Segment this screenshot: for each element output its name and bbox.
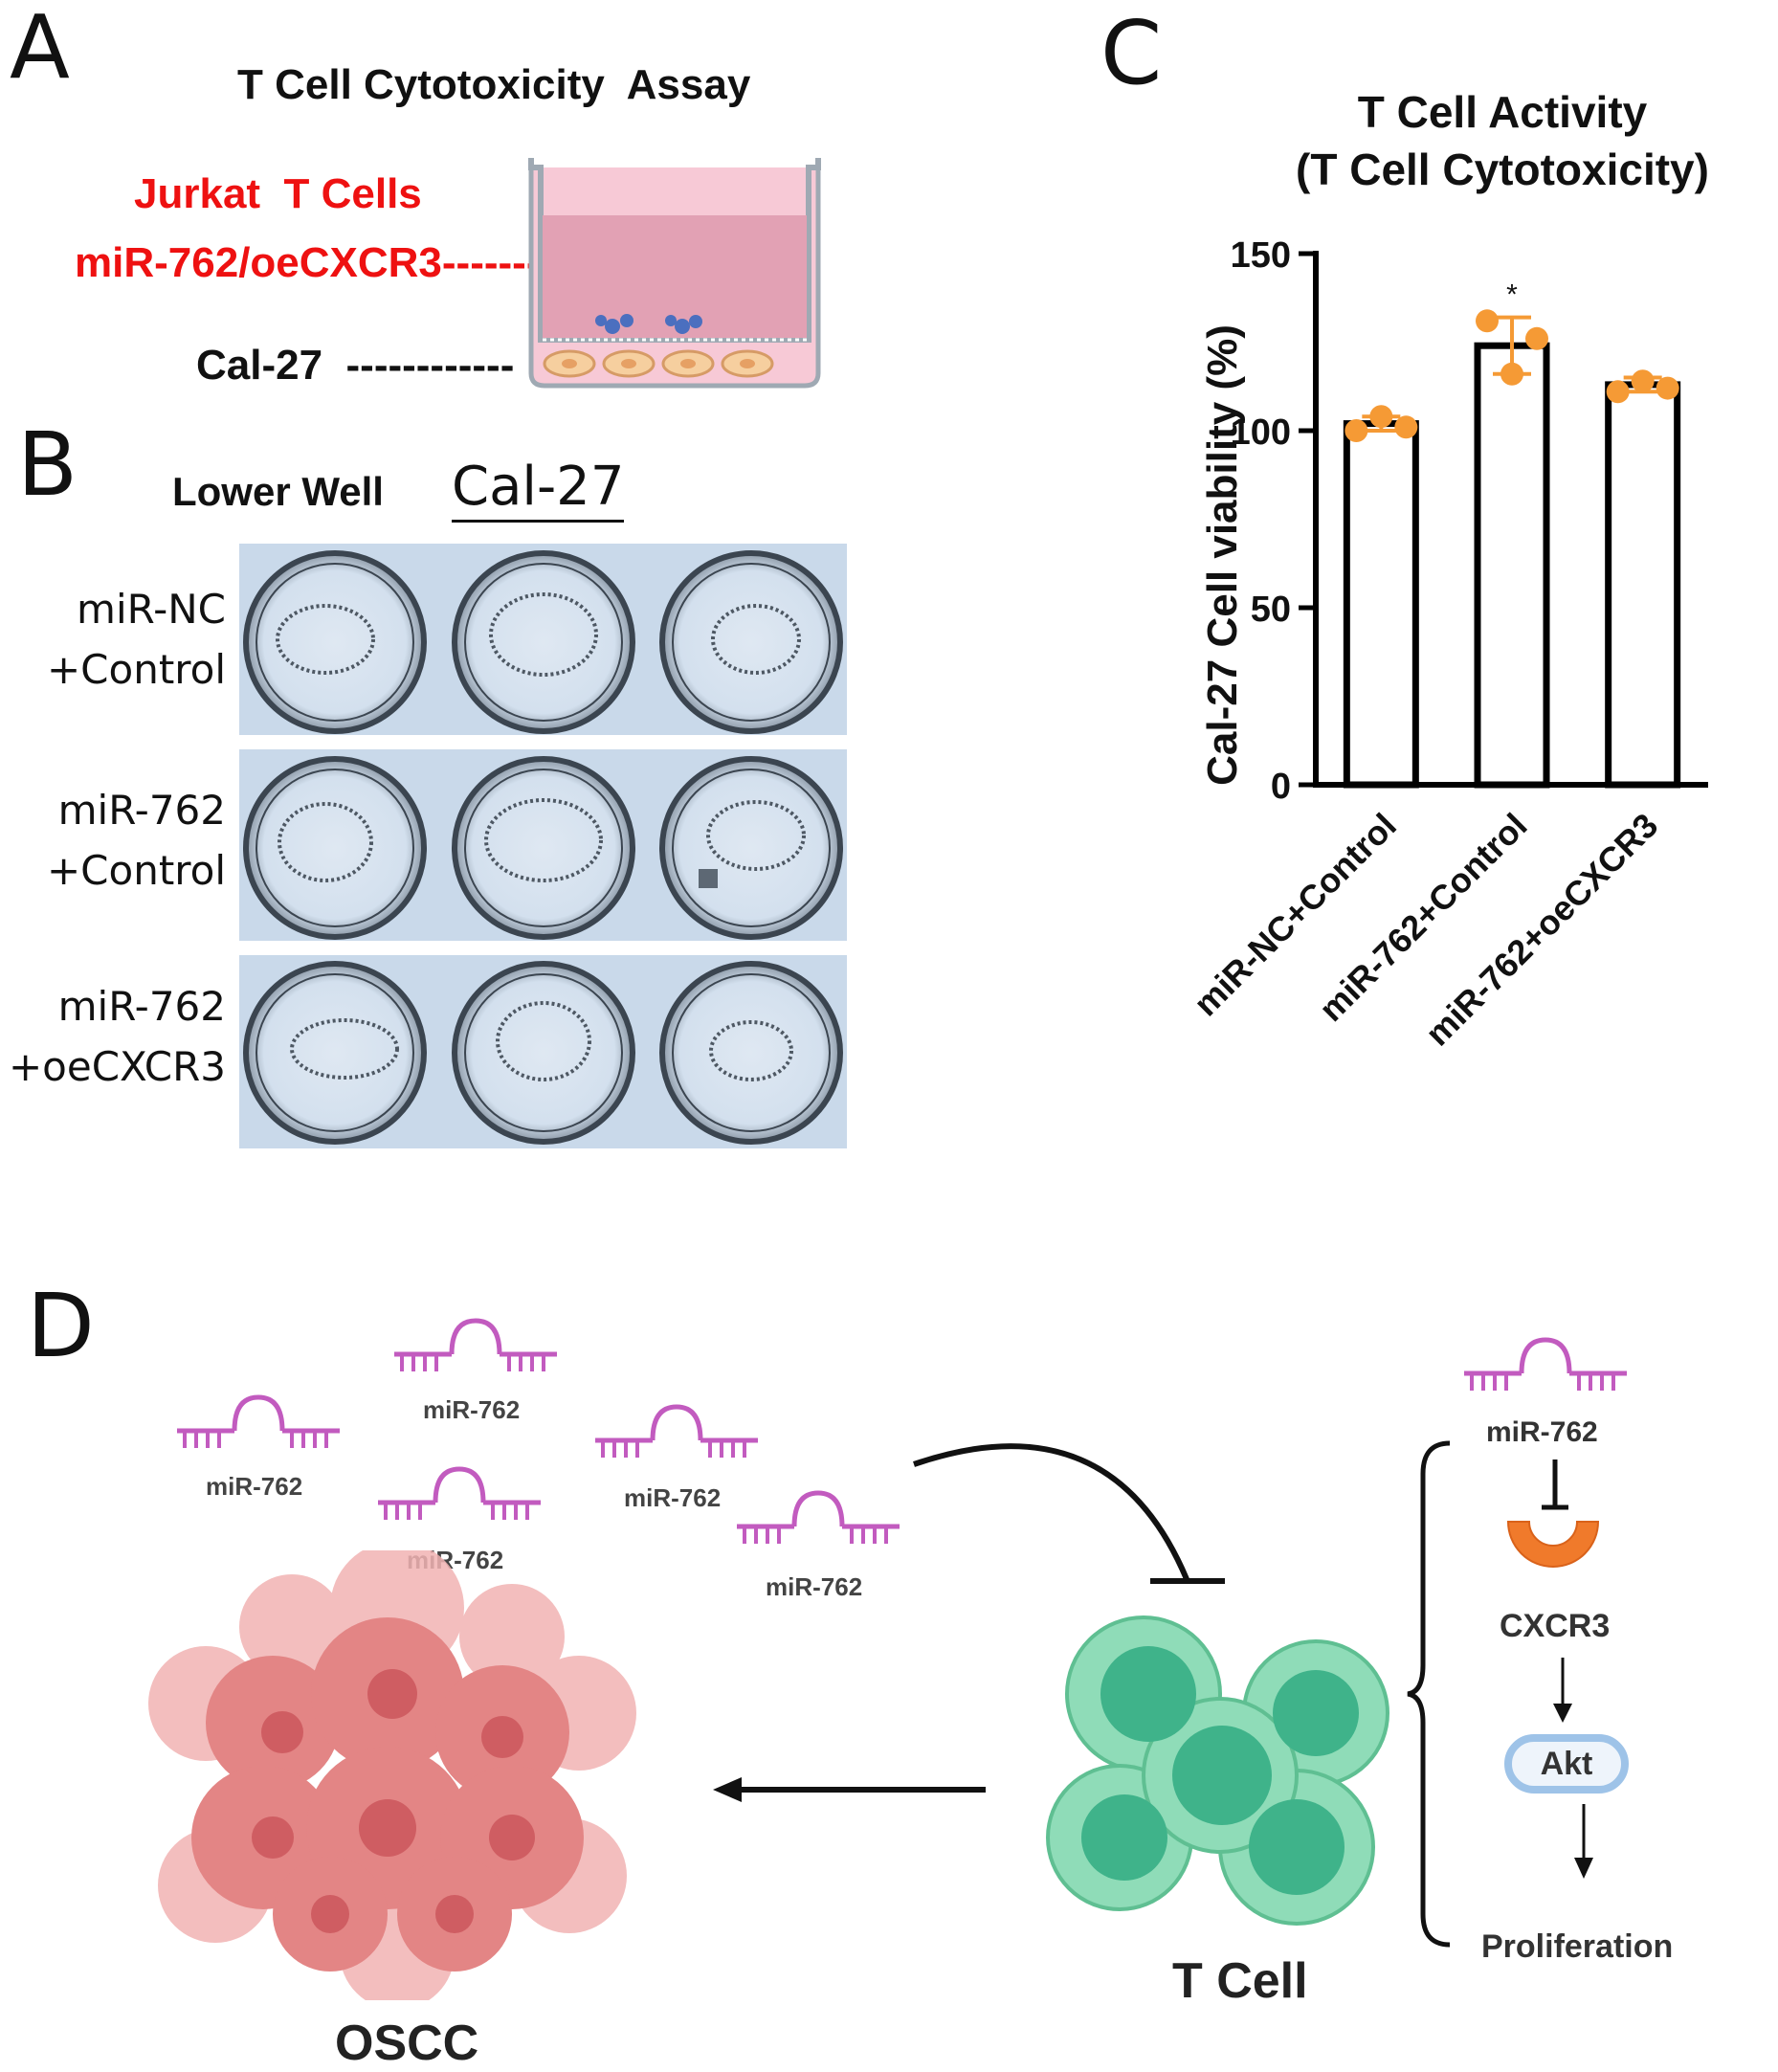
y-tick-label-2: 100	[1231, 412, 1291, 453]
data-point-2-0	[1606, 380, 1630, 404]
cal27-label: Cal-27 ------------	[196, 342, 515, 389]
row-label-2-line2: +Control	[46, 847, 226, 894]
y-tick-label-0: 0	[1271, 767, 1291, 807]
t-cell-cluster-illustration	[1046, 1615, 1389, 1926]
well-plate-images	[239, 544, 847, 1148]
mirna-icon-1	[177, 1392, 344, 1455]
mirna-icon-6	[1464, 1335, 1632, 1397]
bar-0	[1343, 420, 1419, 789]
row-label-3-line1: miR-762	[57, 983, 226, 1030]
row-label-1-line2: +Control	[46, 646, 226, 693]
chart-title: T Cell Activity (T Cell Cytotoxicity)	[1234, 84, 1770, 199]
proliferation-label: Proliferation	[1481, 1928, 1674, 1965]
data-point-1-1	[1500, 362, 1523, 386]
panel-label-a: A	[10, 0, 70, 99]
data-point-2-1	[1631, 369, 1655, 393]
arrow-akt-to-proliferation	[1574, 1804, 1593, 1879]
transwell-illustration	[528, 158, 821, 389]
data-point-0-2	[1394, 415, 1418, 439]
cal27-heading: Cal-27	[452, 456, 625, 523]
akt-box: Akt	[1504, 1734, 1629, 1794]
bar-1	[1474, 342, 1550, 789]
mirna-icon-3	[378, 1464, 545, 1526]
oscc-tumor-illustration	[148, 1550, 636, 2000]
y-axis-label: Cal-27 Cell viability (%)	[1199, 324, 1246, 786]
data-point-1-0	[1476, 309, 1499, 333]
bar-chart: Cal-27 Cell viability (%) 050100150miR-N…	[1186, 235, 1708, 1054]
akt-label: Akt	[1540, 1746, 1593, 1782]
pathway-bracket	[1407, 1440, 1451, 1948]
y-tick-label-3: 150	[1231, 235, 1291, 276]
assay-title: T Cell Cytotoxicity Assay	[237, 61, 751, 108]
mirna-icon-4	[595, 1402, 763, 1464]
arrow-cxcr3-to-akt	[1553, 1658, 1572, 1723]
mirna-label-4: miR-762	[624, 1483, 722, 1512]
x-tick-label-2: miR-762+oeCXCR3	[1417, 806, 1665, 1054]
mirna-label-2: miR-762	[423, 1395, 521, 1424]
row-label-2-line1: miR-762	[57, 787, 226, 834]
mirna-label-6: miR-762	[1486, 1416, 1598, 1448]
row-label-3: miR-762 +oeCXCR3	[0, 976, 226, 1097]
jurkat-label: Jurkat T Cells	[134, 170, 422, 217]
inhibition-arrow	[913, 1443, 1225, 1584]
row-label-3-line2: +oeCXCR3	[8, 1043, 226, 1090]
cxcr3-label: CXCR3	[1500, 1608, 1611, 1644]
y-tick-label-1: 50	[1251, 590, 1291, 630]
data-point-0-1	[1369, 405, 1393, 429]
row-label-2: miR-762 +Control	[0, 780, 226, 901]
lower-well-label: Lower Well	[172, 469, 384, 514]
t-cell-label: T Cell	[1172, 1953, 1308, 2009]
oscc-label: OSCC	[335, 2016, 479, 2071]
mirna-icon-5	[737, 1488, 904, 1550]
significance-mark-1: *	[1506, 278, 1518, 310]
chart-title-line2: (T Cell Cytotoxicity)	[1296, 144, 1709, 194]
panel-label-d: D	[27, 1275, 95, 1377]
data-point-0-0	[1345, 419, 1368, 442]
cxcr3-receptor-icon	[1506, 1521, 1600, 1568]
mirna-icon-2	[394, 1316, 562, 1378]
mir-inhibits-cxcr3-icon	[1542, 1459, 1568, 1510]
data-point-2-2	[1656, 376, 1679, 400]
panel-label-b: B	[17, 413, 78, 516]
data-point-1-2	[1525, 326, 1548, 350]
chart-title-line1: T Cell Activity	[1357, 87, 1648, 137]
mirna-label-1: miR-762	[206, 1472, 303, 1501]
panel-label-c: C	[1100, 2, 1163, 104]
row-label-1: miR-NC +Control	[0, 579, 226, 700]
t-cell-to-oscc-arrow	[713, 1777, 986, 1802]
row-label-1-line1: miR-NC	[77, 586, 226, 633]
mirna-label-5: miR-762	[766, 1572, 863, 1601]
bar-2	[1605, 381, 1681, 789]
mir-oecxcr3-label: miR-762/oeCXCR3-------	[75, 239, 541, 286]
